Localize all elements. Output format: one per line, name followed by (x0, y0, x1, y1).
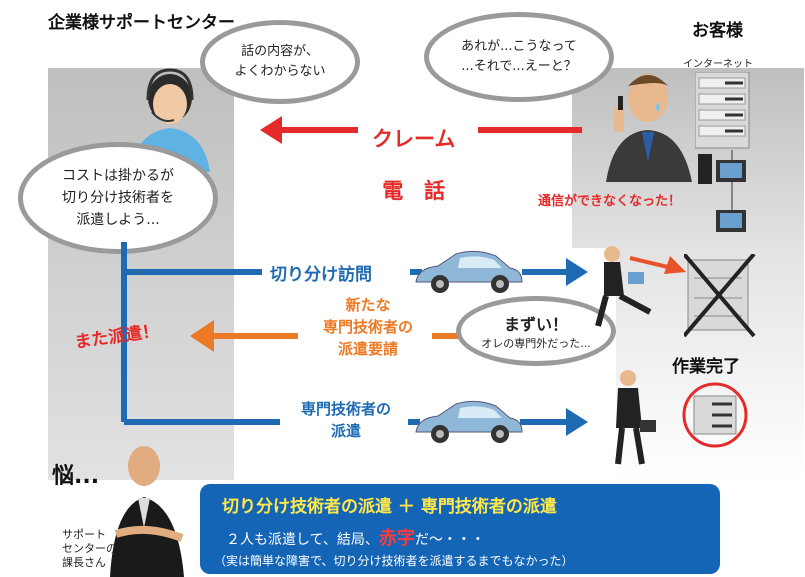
technician-running-figure (595, 246, 652, 327)
operator-thought-text: 話の内容が、 よくわからない (234, 44, 326, 79)
claim-line2: 電 話 (382, 179, 446, 203)
tech-thought-sub: オレの専門外だった... (481, 337, 591, 350)
customer-figure (606, 74, 692, 182)
customer-speech-text: あれが...こうなって ...それで...えーと？ (461, 39, 577, 74)
car-icon-visit (415, 250, 523, 293)
broken-server-icon (684, 254, 756, 338)
manager-thought-bubble: コストは掛かるが 切り分け技術者を 派遣しよう... (18, 142, 218, 254)
claim-call-label: クレーム 電 話 (372, 100, 455, 230)
banner-line2-red: 赤字 (378, 528, 415, 549)
request-label: 新たな 専門技術者の 派遣要請 (322, 296, 413, 358)
banner-line2-post: だ〜・・・ (414, 532, 485, 548)
boss-figure (110, 446, 184, 577)
customer-panel (572, 68, 804, 248)
customer-title: お客様 (692, 21, 743, 41)
technician-phone-figure (615, 370, 656, 465)
claim-line1: クレーム (372, 127, 456, 151)
banner-line2-pre: ２人も派遣して、結局、 (226, 532, 379, 548)
manager-thought-text: コストは掛かるが 切り分け技術者を 派遣しよう... (62, 168, 174, 228)
customer-speech-bubble: あれが...こうなって ...それで...えーと？ (424, 12, 614, 102)
repaired-server-icon (682, 382, 748, 448)
banner-line2: ２人も派遣して、結局、赤字だ〜・・・ (226, 524, 485, 550)
dispatch-label: 専門技術者の 派遣 (300, 400, 391, 440)
visit-label: 切り分け訪問 (270, 265, 372, 285)
internet-label: インターネット (683, 59, 753, 70)
computer-icon (698, 150, 746, 232)
worry-label: 悩... (52, 464, 100, 489)
car-icon-dispatch (415, 400, 523, 443)
tech-thought-text: まずい！ (503, 315, 568, 334)
boss-label: サポート センターの 課長さん (62, 528, 117, 569)
done-label: 作業完了 (672, 357, 740, 377)
tech-thought-bubble: まずい！ オレの専門外だった... (456, 296, 616, 366)
server-rack-icon (695, 72, 750, 149)
claim-arrow (260, 116, 582, 144)
banner-line1: 切り分け技術者の派遣 ＋ 専門技術者の派遣 (222, 497, 557, 517)
operator-thought-bubble: 話の内容が、 よくわからない (200, 20, 360, 104)
support-center-title: 企業様サポートセンター (48, 13, 235, 33)
summary-banner: 切り分け技術者の派遣 ＋ 専門技術者の派遣 ２人も派遣して、結局、赤字だ〜・・・… (200, 484, 720, 574)
comm-error-label: 通信ができなくなった！ (538, 194, 682, 209)
banner-line3: （実は簡単な障害で、切り分け技術者を派遣するまでもなかった） (214, 554, 574, 568)
